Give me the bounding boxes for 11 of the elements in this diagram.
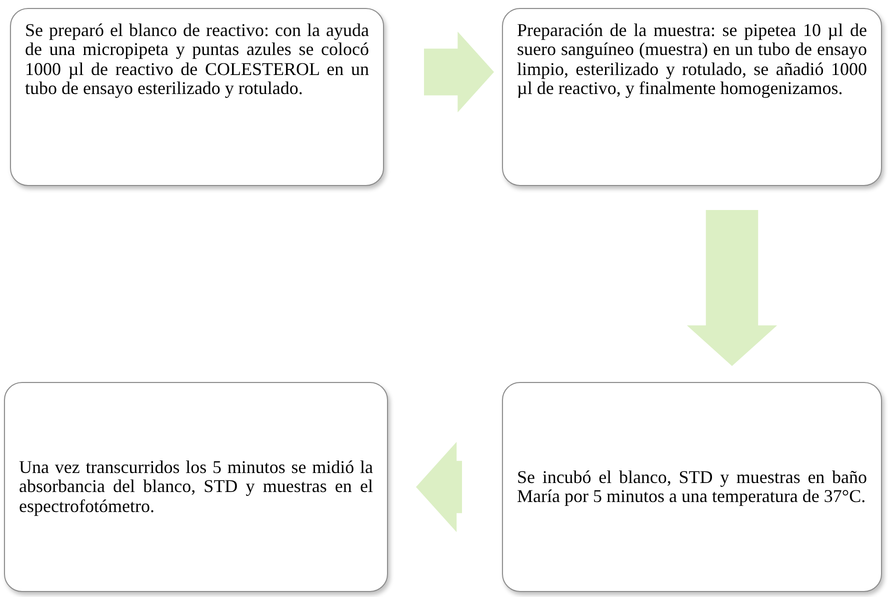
step-text: Se preparó el blanco de reactivo: con la ayuda de una micropipeta y puntas azules se colocó 1000 µl de reactivo de COLESTEROL en un tubo de ensayo esterilizado y rotulado. xyxy=(25,21,369,99)
process-box xyxy=(502,8,882,186)
step-text: Se incubó el blanco, STD y muestras en baño María por 5 minutos a una temperatura de 37°C. xyxy=(517,468,867,506)
block-arrow xyxy=(686,210,778,366)
process-box xyxy=(10,8,384,186)
step-text: Una vez transcurridos los 5 minutos se midió la absorbancia del blanco, STD y muestras en el espectrofotómetro. xyxy=(19,458,373,516)
process-box xyxy=(4,382,388,592)
block-arrow xyxy=(416,442,462,532)
step-text: Preparación de la muestra: se pipetea 10 µl de suero sanguíneo (muestra) en un tubo de ensayo limpio, esterilizado y rotulado, se añadió 1000 µl de reactivo, y finalmente homogenizamos. xyxy=(517,21,867,99)
block-arrow xyxy=(424,32,494,112)
process-box xyxy=(502,382,882,592)
